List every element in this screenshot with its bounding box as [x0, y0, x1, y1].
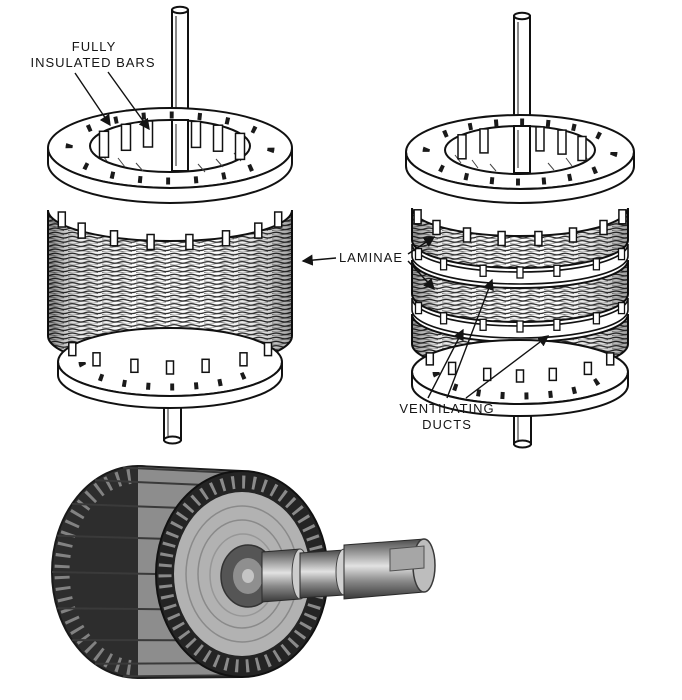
bottom-end-ring — [411, 339, 629, 417]
ring-teeth — [57, 211, 283, 251]
insulated-bars — [98, 120, 246, 161]
core-opening — [89, 119, 251, 173]
arrow-insulated-bars-2 — [107, 71, 150, 131]
annotations: FULLY INSULATED BARS LAMINAE VENTILATING… — [30, 39, 550, 432]
ventilating-duct-band — [411, 297, 629, 339]
top-end-ring — [405, 114, 635, 204]
arrow-laminae-left — [301, 254, 337, 266]
shaft-through-opening — [171, 119, 189, 172]
arrow-vent-duct-1 — [427, 328, 464, 399]
bottom-end-ring — [57, 327, 283, 409]
shaft-keyway — [389, 545, 425, 572]
ventilating-duct-band — [411, 243, 629, 285]
top-end-ring — [47, 107, 293, 204]
label-fully-insulated-bars-line2: INSULATED BARS — [30, 55, 155, 70]
arrow-vent-duct-3 — [465, 335, 550, 399]
arrow-laminae-right-1 — [407, 236, 436, 255]
ring-slots — [422, 118, 618, 186]
rotor-slot-lines — [51, 466, 228, 678]
label-ventilating-ducts-line2: DUCTS — [422, 417, 472, 432]
label-ventilating-ducts-line1: VENTILATING — [399, 401, 494, 416]
arrow-laminae-right-2 — [407, 260, 435, 291]
arrow-vent-duct-2 — [446, 278, 494, 399]
rotor-photograph — [51, 465, 436, 679]
ring-teeth — [413, 209, 627, 247]
ring-teeth — [68, 341, 273, 375]
label-laminae: LAMINAE — [339, 250, 403, 265]
armature-core-vented-right — [405, 11, 635, 449]
ring-teeth — [425, 352, 615, 383]
shaft-through-opening — [513, 125, 531, 174]
ring-slots — [65, 111, 275, 185]
rotor-shaft — [261, 538, 436, 603]
arrow-insulated-bars-1 — [74, 72, 111, 127]
label-fully-insulated-bars-line1: FULLY — [72, 39, 117, 54]
armature-core-left — [47, 5, 293, 445]
insulated-bars — [457, 126, 587, 162]
